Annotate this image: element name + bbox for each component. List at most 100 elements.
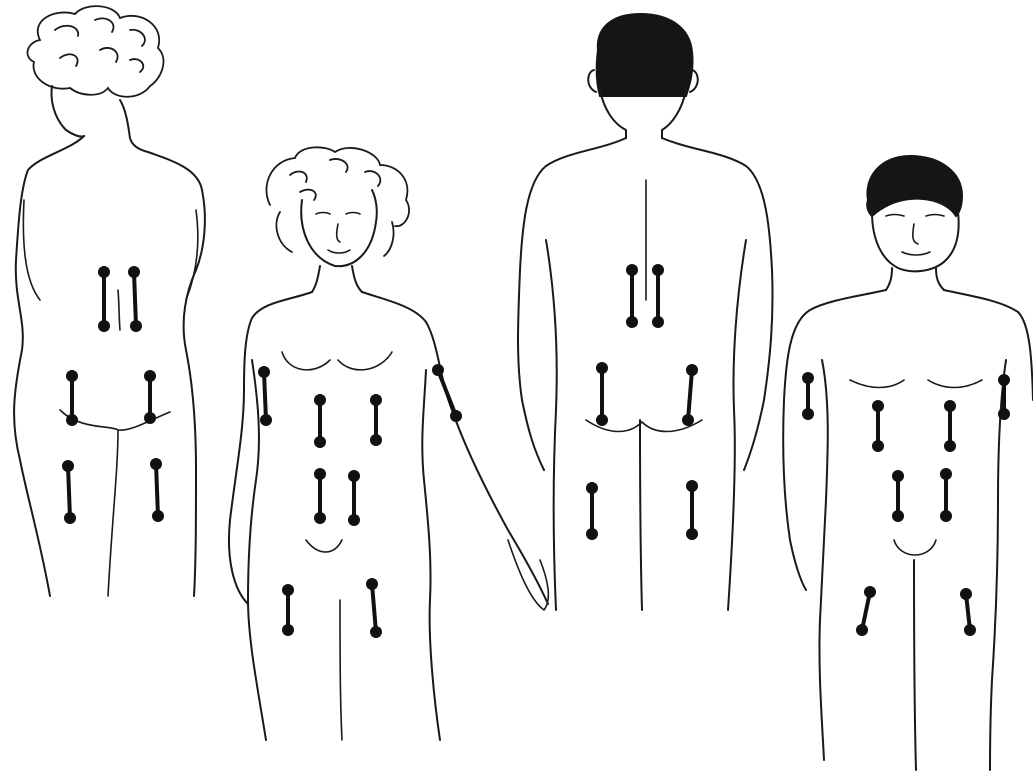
woman-front-breasts xyxy=(282,352,392,370)
marker-bottom-dot xyxy=(282,624,294,636)
marker-top-dot xyxy=(62,460,74,472)
marker-bar xyxy=(372,584,376,632)
man-back-injection-site-5 xyxy=(586,482,598,540)
marker-bottom-dot xyxy=(370,434,382,446)
marker-top-dot xyxy=(802,372,814,384)
woman-back-spine xyxy=(118,290,120,330)
marker-bottom-dot xyxy=(348,514,360,526)
marker-bottom-dot xyxy=(652,316,664,328)
marker-top-dot xyxy=(652,264,664,276)
marker-top-dot xyxy=(144,370,156,382)
woman-front-injection-site-4 xyxy=(432,364,462,422)
marker-top-dot xyxy=(258,366,270,378)
man-front-injection-site-3 xyxy=(944,400,956,452)
woman-back-buttock-line xyxy=(60,410,170,596)
marker-top-dot xyxy=(66,370,78,382)
marker-top-dot xyxy=(686,480,698,492)
woman-front-injection-site-2 xyxy=(314,394,326,448)
man-back-injection-site-6 xyxy=(686,480,698,540)
marker-bottom-dot xyxy=(450,410,462,422)
marker-bottom-dot xyxy=(586,528,598,540)
marker-top-dot xyxy=(686,364,698,376)
woman-front-facial-features xyxy=(316,213,360,254)
woman-back-arm-line xyxy=(23,200,198,300)
marker-top-dot xyxy=(872,400,884,412)
woman-front-abdomen xyxy=(306,540,342,740)
marker-bottom-dot xyxy=(596,414,608,426)
woman-back-injection-site-3 xyxy=(66,370,78,426)
marker-top-dot xyxy=(586,482,598,494)
woman-front-injection-site-7 xyxy=(282,584,294,636)
marker-top-dot xyxy=(940,468,952,480)
marker-bottom-dot xyxy=(260,414,272,426)
marker-bottom-dot xyxy=(64,512,76,524)
marker-bar xyxy=(688,370,692,420)
marker-bottom-dot xyxy=(66,414,78,426)
man-back-injection-site-2 xyxy=(652,264,664,328)
marker-top-dot xyxy=(998,374,1010,386)
marker-top-dot xyxy=(366,578,378,590)
man-back-injection-site-3 xyxy=(596,362,608,426)
marker-top-dot xyxy=(348,470,360,482)
man-front-injection-site-6 xyxy=(940,468,952,522)
woman-front-injection-site-3 xyxy=(370,394,382,446)
marker-top-dot xyxy=(128,266,140,278)
marker-top-dot xyxy=(960,588,972,600)
woman-back-injection-site-4 xyxy=(144,370,156,424)
marker-bar xyxy=(156,464,158,516)
marker-top-dot xyxy=(596,362,608,374)
man-front-injection-site-4 xyxy=(998,374,1010,420)
marker-bottom-dot xyxy=(314,436,326,448)
marker-bar xyxy=(68,466,70,518)
marker-top-dot xyxy=(314,394,326,406)
marker-bottom-dot xyxy=(802,408,814,420)
man-front-injection-site-5 xyxy=(892,470,904,522)
marker-bottom-dot xyxy=(314,512,326,524)
man-back-figure xyxy=(518,14,773,610)
man-front-injection-site-8 xyxy=(960,588,976,636)
marker-top-dot xyxy=(626,264,638,276)
marker-top-dot xyxy=(314,468,326,480)
marker-bottom-dot xyxy=(370,626,382,638)
marker-bottom-dot xyxy=(964,624,976,636)
man-front-hair xyxy=(867,156,962,216)
man-front-facial-features xyxy=(886,215,944,256)
man-front-injection-site-2 xyxy=(872,400,884,452)
marker-top-dot xyxy=(98,266,110,278)
man-front-groin xyxy=(894,540,936,555)
man-back-injection-site-4 xyxy=(682,364,698,426)
woman-front-injection-site-8 xyxy=(366,578,382,638)
marker-bottom-dot xyxy=(998,408,1010,420)
marker-bottom-dot xyxy=(686,528,698,540)
woman-back-injection-site-5 xyxy=(62,460,76,524)
man-front-injection-site-7 xyxy=(856,586,876,636)
man-front-face xyxy=(872,212,959,290)
marker-top-dot xyxy=(864,586,876,598)
woman-front-hand xyxy=(508,540,548,610)
marker-bar xyxy=(264,372,266,420)
marker-top-dot xyxy=(892,470,904,482)
marker-bottom-dot xyxy=(626,316,638,328)
woman-front-injection-site-5 xyxy=(314,468,326,524)
man-front-chest xyxy=(850,380,982,388)
marker-bottom-dot xyxy=(892,510,904,522)
marker-top-dot xyxy=(370,394,382,406)
marker-bottom-dot xyxy=(152,510,164,522)
woman-back-injection-site-1 xyxy=(98,266,110,332)
marker-top-dot xyxy=(282,584,294,596)
man-front-figure xyxy=(783,156,1033,770)
marker-bottom-dot xyxy=(130,320,142,332)
man-front-injection-site-1 xyxy=(802,372,814,420)
marker-bottom-dot xyxy=(940,510,952,522)
marker-bottom-dot xyxy=(944,440,956,452)
woman-front-figure xyxy=(229,147,548,740)
marker-bar xyxy=(438,370,456,416)
man-back-hair xyxy=(597,14,693,96)
woman-front-injection-site-1 xyxy=(258,366,272,426)
marker-bottom-dot xyxy=(872,440,884,452)
marker-top-dot xyxy=(432,364,444,376)
woman-back-injection-site-2 xyxy=(128,266,142,332)
marker-top-dot xyxy=(150,458,162,470)
